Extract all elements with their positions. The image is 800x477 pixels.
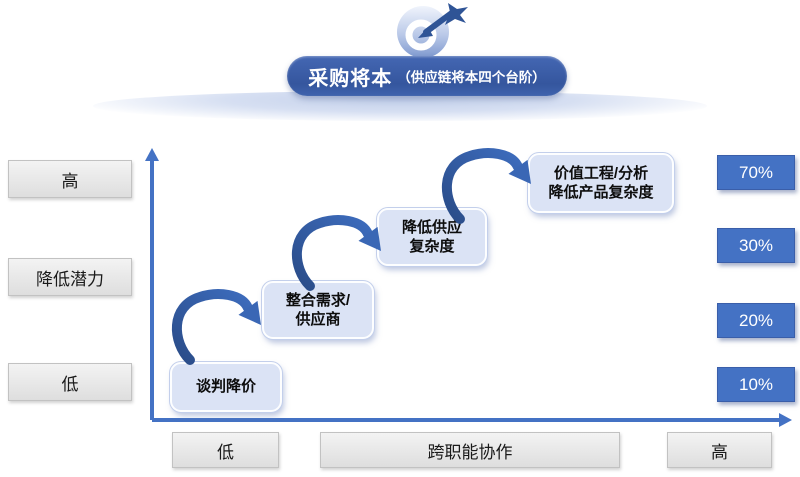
x-axis-label-high: 高 bbox=[667, 432, 772, 468]
percent-badge-30: 30% bbox=[717, 228, 795, 263]
dart-target-icon bbox=[397, 3, 468, 58]
x-axis-arrowhead-icon bbox=[779, 413, 792, 427]
arrow-step2-to-step3 bbox=[292, 215, 381, 291]
y-axis-arrowhead-icon bbox=[145, 148, 159, 161]
step-2-consolidate-demand-suppliers: 整合需求/ 供应商 bbox=[262, 281, 374, 339]
x-axis-line bbox=[152, 418, 780, 422]
step-3-reduce-supply-complexity: 降低供应 复杂度 bbox=[377, 208, 487, 266]
arrow-step1-to-step2 bbox=[172, 289, 261, 365]
y-axis-label-high: 高 bbox=[8, 160, 132, 198]
y-axis-label-reduction-potential: 降低潜力 bbox=[8, 258, 132, 296]
y-axis-label-low: 低 bbox=[8, 363, 132, 401]
title-shadow-ellipse bbox=[93, 91, 707, 121]
title-main-text: 采购将本 bbox=[308, 67, 393, 90]
percent-badge-70: 70% bbox=[717, 155, 795, 190]
title-sub-text: （供应链将本四个台阶） bbox=[397, 70, 546, 85]
step-1-negotiate-price: 谈判降价 bbox=[170, 362, 282, 412]
percent-badge-10: 10% bbox=[717, 367, 795, 402]
page-title: 采购将本 （供应链将本四个台阶） bbox=[287, 56, 567, 96]
percent-badge-20: 20% bbox=[717, 303, 795, 338]
x-axis-label-low: 低 bbox=[172, 432, 279, 468]
y-axis-line bbox=[150, 161, 154, 420]
x-axis-label-cross-functional: 跨职能协作 bbox=[320, 432, 620, 468]
step-4-value-engineering: 价值工程/分析 降低产品复杂度 bbox=[528, 153, 674, 213]
